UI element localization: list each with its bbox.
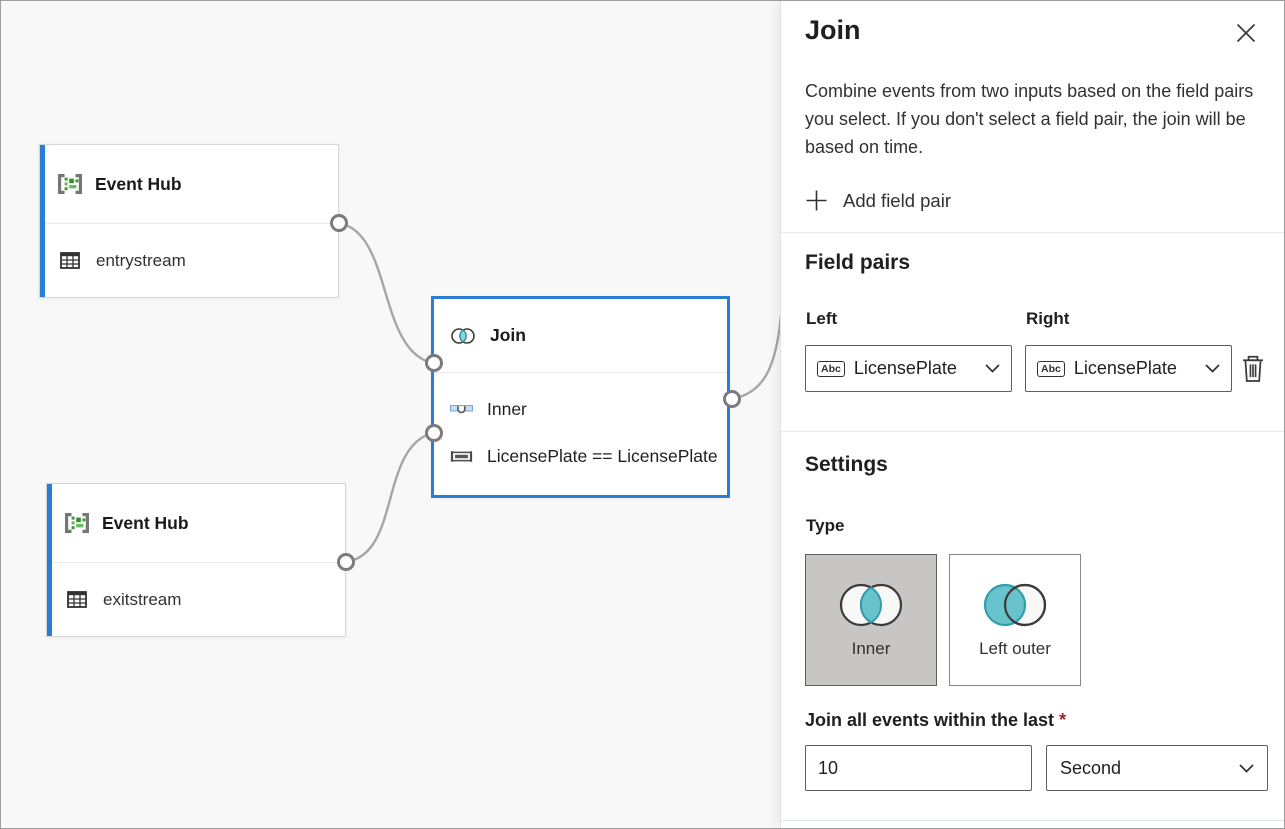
join-type-option-label: Inner xyxy=(851,638,891,658)
port-join-input-top[interactable] xyxy=(425,354,443,372)
add-field-pair-label: Add field pair xyxy=(843,189,951,211)
venn-inner-icon xyxy=(451,327,475,344)
node-body: Inner LicensePlate == LicensePlate xyxy=(434,373,727,471)
node-accent-bar xyxy=(47,484,52,636)
wire-join-output xyxy=(731,314,780,401)
join-type-option-inner[interactable]: Inner xyxy=(805,554,937,686)
type-label: Type xyxy=(806,516,845,535)
venn-left-outer-icon xyxy=(983,583,1047,626)
wire-exitstream-to-join xyxy=(345,431,433,564)
chevron-down-icon xyxy=(985,364,1000,373)
required-marker: * xyxy=(1059,710,1067,730)
close-icon xyxy=(1236,23,1256,43)
connector-wires xyxy=(338,221,780,564)
plus-icon xyxy=(806,190,827,211)
node-header: Event Hub xyxy=(40,145,338,224)
license-plate-icon xyxy=(450,450,473,462)
port-exitstream-output[interactable] xyxy=(337,553,355,571)
inner-join-icon xyxy=(450,404,473,413)
chevron-down-icon xyxy=(1239,763,1254,773)
join-window-label-text: Join all events within the last xyxy=(805,710,1055,730)
event-hub-icon xyxy=(58,174,82,194)
right-field-value: LicensePlate xyxy=(1073,358,1177,378)
node-body: entrystream xyxy=(40,224,338,297)
join-condition-value: LicensePlate == LicensePlate xyxy=(487,445,718,466)
join-type-value: Inner xyxy=(487,398,527,419)
node-header: Event Hub xyxy=(47,484,345,563)
wire-entrystream-to-join xyxy=(338,221,433,365)
table-icon xyxy=(67,591,87,608)
divider xyxy=(781,431,1284,432)
divider xyxy=(781,232,1284,233)
node-join[interactable]: Join Inner LicensePlate == Lic xyxy=(431,296,730,498)
chevron-down-icon xyxy=(1205,364,1220,373)
join-window-unit-dropdown[interactable]: Second xyxy=(1046,745,1268,791)
node-title: Join xyxy=(490,325,526,345)
port-join-output[interactable] xyxy=(723,390,741,408)
join-config-panel: Join Combine events from two inputs base… xyxy=(780,1,1284,828)
node-title: Event Hub xyxy=(95,173,182,194)
join-type-row: Inner xyxy=(450,394,727,424)
panel-title: Join xyxy=(805,15,861,45)
left-field-dropdown[interactable]: Abc LicensePlate xyxy=(805,345,1012,392)
node-event-hub-exitstream[interactable]: Event Hub exitstream xyxy=(46,483,346,637)
left-field-value: LicensePlate xyxy=(853,358,957,378)
trash-icon xyxy=(1243,355,1263,382)
join-window-unit-value: Second xyxy=(1060,757,1122,778)
diagram-canvas[interactable]: Event Hub entrystream xyxy=(1,1,780,828)
join-type-option-left-outer[interactable]: Left outer xyxy=(949,554,1081,686)
table-icon xyxy=(60,252,80,269)
right-field-dropdown[interactable]: Abc LicensePlate xyxy=(1025,345,1232,392)
port-join-input-bottom[interactable] xyxy=(425,424,443,442)
join-window-value-input[interactable] xyxy=(805,745,1032,791)
node-stream-name: entrystream xyxy=(96,250,186,270)
panel-footer-divider xyxy=(781,820,1284,821)
field-type-abc-icon: Abc xyxy=(1037,360,1065,377)
node-body: exitstream xyxy=(47,563,345,636)
port-entrystream-output[interactable] xyxy=(330,214,348,232)
field-type-abc-icon: Abc xyxy=(817,360,845,377)
node-stream-name: exitstream xyxy=(103,589,182,609)
delete-field-pair-button[interactable] xyxy=(1233,349,1273,389)
left-field-label: Left xyxy=(806,309,838,328)
venn-inner-icon xyxy=(839,583,903,626)
add-field-pair-button[interactable]: Add field pair xyxy=(805,189,951,212)
right-field-label: Right xyxy=(1026,309,1070,328)
node-title: Event Hub xyxy=(102,512,189,533)
node-header: Join xyxy=(434,299,727,373)
event-hub-icon xyxy=(65,513,89,533)
close-button[interactable] xyxy=(1227,14,1265,52)
join-window-label: Join all events within the last* xyxy=(805,710,1066,731)
node-event-hub-entrystream[interactable]: Event Hub entrystream xyxy=(39,144,339,298)
settings-heading: Settings xyxy=(805,453,888,476)
join-condition-row: LicensePlate == LicensePlate xyxy=(450,441,727,471)
node-accent-bar xyxy=(40,145,45,297)
join-type-option-label: Left outer xyxy=(979,638,1051,658)
field-pairs-heading: Field pairs xyxy=(805,251,911,274)
panel-description: Combine events from two inputs based on … xyxy=(805,81,1254,157)
